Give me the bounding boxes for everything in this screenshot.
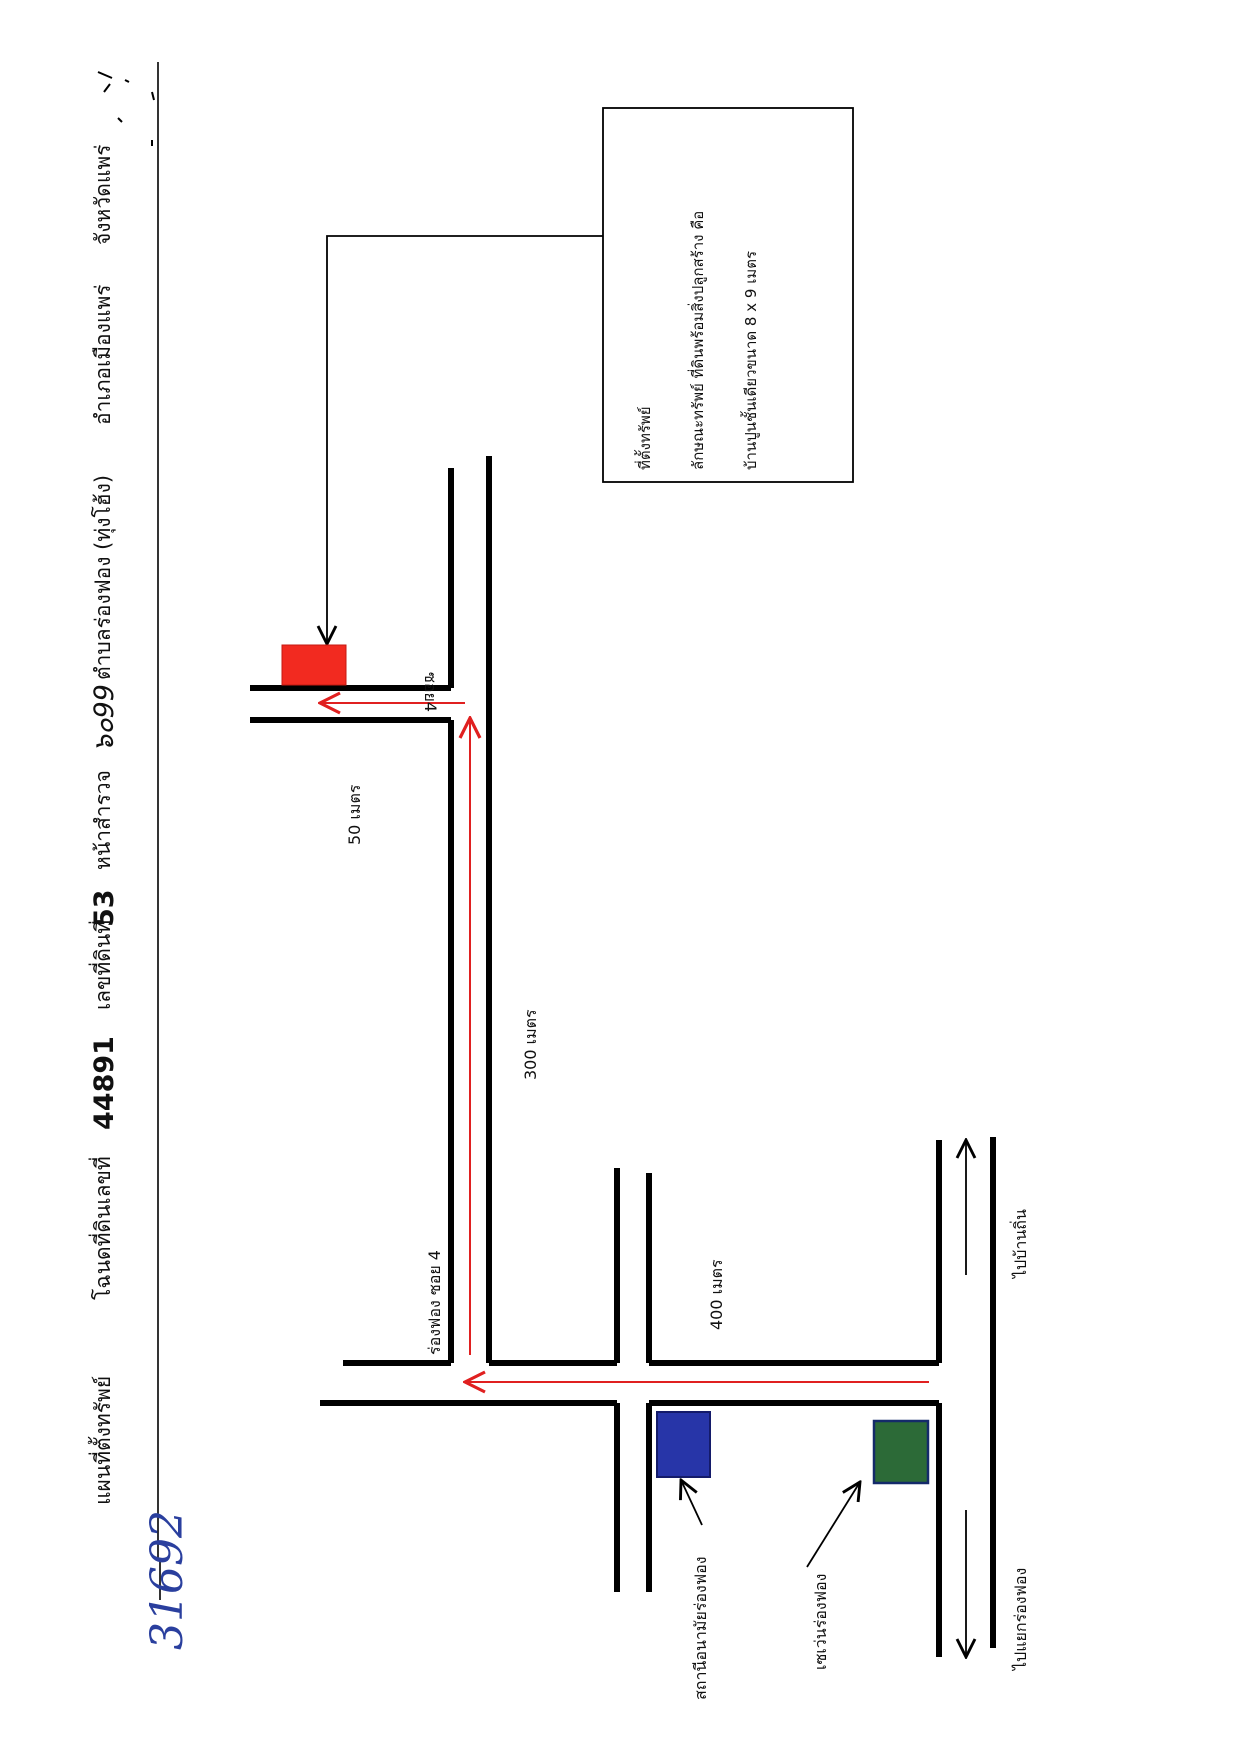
header-deed-label: โฉนดที่ดินเลขที่ <box>88 1156 115 1300</box>
label-dist-400: 400 เมตร <box>707 1259 726 1330</box>
header-title: แผนที่ตั้งทรัพย์ <box>88 1376 115 1505</box>
info-box-line2: ลักษณะทรัพย์ ที่ดินพร้อมสิ่งปลูกสร้าง คื… <box>687 211 707 470</box>
label-to-rong-fong-junction: ไปแยกร่องฟอง <box>1011 1568 1030 1672</box>
label-seven-eleven: เซเว่นร่องฟอง <box>811 1574 830 1670</box>
header-subdistrict: ตำบลร่องฟอง (ทุ่งโฮ้ง) <box>91 475 116 680</box>
health-station-pointer <box>681 1480 703 1526</box>
header-survey-number: ๖๐99 <box>89 684 120 752</box>
info-box-line3: บ้านปูนชั้นเดียวขนาด 8 x 9 เมตร <box>740 251 760 470</box>
label-to-ban-thin: ไปบ้านถิ่น <box>1009 1209 1030 1280</box>
property-marker <box>281 644 347 686</box>
label-rong-fong-soi4: ร่องฟอง ซอย 4 <box>425 1250 444 1355</box>
header-province: จังหวัดแพร่ <box>91 145 115 246</box>
handwritten-number: 31692 <box>142 1510 193 1650</box>
label-dist-50: 50 เมตร <box>345 784 364 845</box>
label-soi4: ซอย4 <box>421 672 440 712</box>
header-survey-label: หน้าสำรวจ <box>91 770 115 870</box>
seven-eleven-pointer <box>806 1482 860 1568</box>
label-dist-300: 300 เมตร <box>521 1009 540 1080</box>
label-health-station: สถานีอนามัยร่องฟอง <box>691 1556 710 1700</box>
header-parcel-number: 53 <box>89 889 120 927</box>
info-box-line1: ที่ตั้งทรัพย์ <box>634 406 654 470</box>
health-station-marker <box>656 1411 711 1478</box>
seven-eleven-marker <box>872 1419 930 1485</box>
info-box <box>602 107 854 483</box>
property-pointer-line <box>327 235 603 644</box>
header-parcel-label: เลขที่ดินที่ <box>88 920 115 1010</box>
header-deed-number: 44891 <box>89 1036 120 1130</box>
scan-mark <box>97 71 155 146</box>
header-district: อำเภอเมืองแพร่ <box>91 284 115 425</box>
